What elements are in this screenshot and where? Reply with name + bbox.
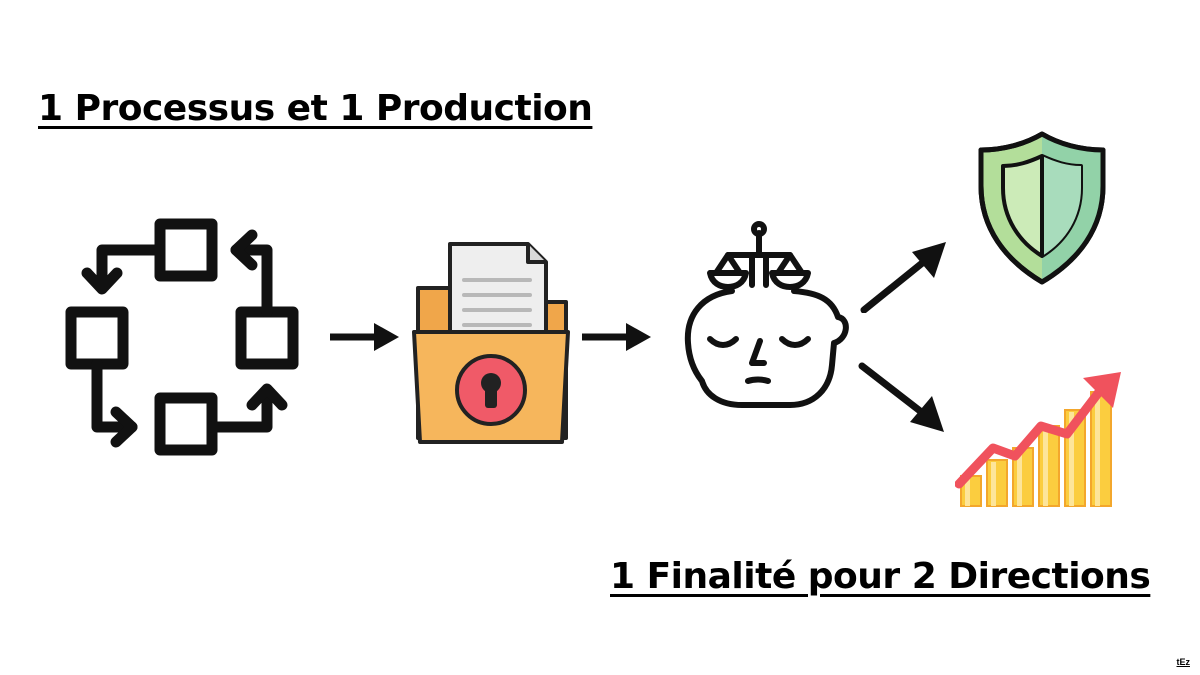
arrow-right-icon xyxy=(582,323,651,351)
shield-icon xyxy=(978,131,1106,285)
watermark: tEz xyxy=(1176,657,1191,667)
arrow-right-icon xyxy=(330,323,399,351)
finality-directions-heading: 1 Finalité pour 2 Directions xyxy=(610,556,1151,597)
arrow-up-right-icon xyxy=(860,242,946,313)
growth-chart-icon xyxy=(955,372,1121,507)
process-production-heading: 1 Processus et 1 Production xyxy=(38,88,593,129)
justice-mind-icon xyxy=(684,221,849,408)
arrow-down-right-icon xyxy=(858,362,944,432)
process-cycle-icon xyxy=(65,218,299,456)
locked-folder-icon xyxy=(412,242,570,444)
